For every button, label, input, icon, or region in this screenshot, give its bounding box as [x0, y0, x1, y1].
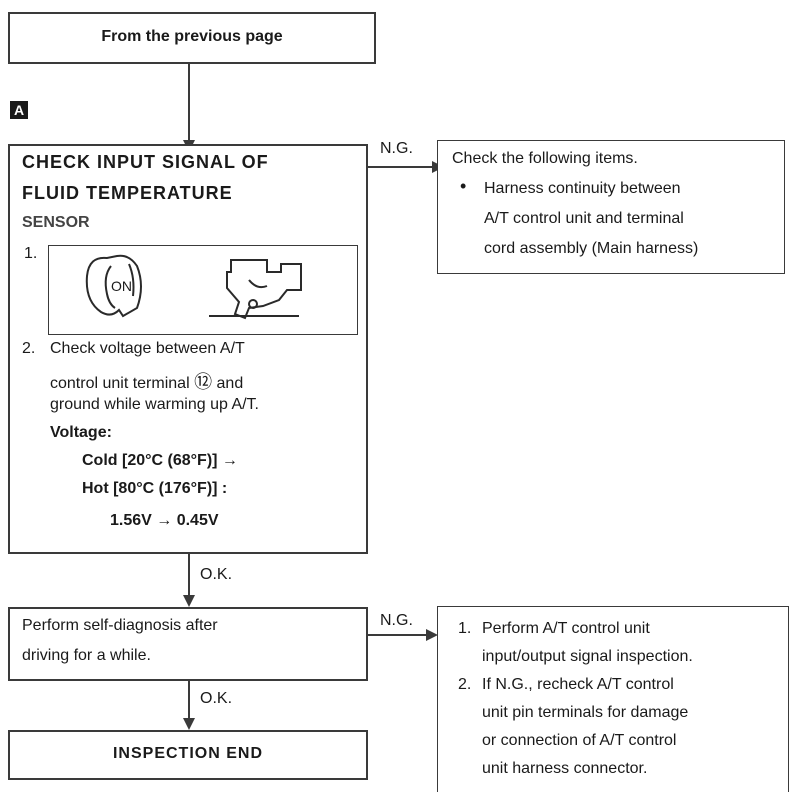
- check-title-line2: FLUID TEMPERATURE: [22, 183, 233, 203]
- ignition-illustration-box: ON: [48, 245, 358, 335]
- recheck-item1-line1: Perform A/T control unit: [482, 620, 650, 637]
- ng-connector-2: [368, 634, 430, 636]
- check-items-box: [437, 140, 785, 274]
- ng-label-2: N.G.: [380, 612, 413, 629]
- recheck-item2-line4: unit harness connector.: [482, 760, 648, 777]
- ok-connector-1: [188, 554, 190, 600]
- ignition-key-icon: [85, 254, 142, 318]
- step2-line3: ground while warming up A/T.: [50, 396, 259, 413]
- ng-arrow-2: [426, 629, 438, 641]
- recheck-item1-line2: input/output signal inspection.: [482, 648, 693, 665]
- self-diagnosis-box: [8, 607, 368, 681]
- from-previous-page-box: [8, 12, 376, 64]
- step2-line2-b: and: [216, 375, 244, 392]
- transmission-icon: [209, 259, 302, 320]
- ok-label-2: O.K.: [200, 690, 233, 707]
- connector-top: [188, 64, 190, 144]
- voltage-label: Voltage:: [50, 424, 112, 441]
- recheck-item2-line1: If N.G., recheck A/T control: [482, 676, 674, 693]
- voltage-range: 1.56V → 0.45V: [110, 512, 219, 529]
- ok-connector-2: [188, 681, 190, 723]
- inspection-end-box: [8, 730, 368, 780]
- self-diagnosis-line2: driving for a while.: [22, 647, 151, 664]
- voltage-cold: Cold [20°C (68°F)] →: [82, 452, 238, 469]
- inspection-end-text: INSPECTION END: [112, 745, 263, 762]
- terminal-12: ⑫: [194, 372, 213, 392]
- ng-label-1: N.G.: [380, 140, 413, 157]
- ng-connector-1: [368, 166, 436, 168]
- step2-line1: Check voltage between A/T: [50, 340, 245, 357]
- recheck-num1: 1.: [458, 620, 472, 637]
- check-items-line2: A/T control unit and terminal: [484, 210, 684, 227]
- on-label: ON: [111, 278, 132, 294]
- self-diagnosis-line1: Perform self-diagnosis after: [22, 617, 218, 634]
- check-input-signal-box: [8, 144, 368, 554]
- ignition-illustration: ON: [85, 254, 302, 320]
- section-marker: A: [10, 101, 28, 119]
- check-items-bullet: •: [460, 176, 467, 196]
- from-previous-page-text: From the previous page: [101, 28, 283, 45]
- ok-arrow-1: [183, 595, 195, 607]
- recheck-num2: 2.: [458, 676, 472, 693]
- voltage-hot: Hot [80°C (176°F)] :: [82, 480, 228, 497]
- check-items-title: Check the following items.: [452, 150, 638, 167]
- check-items-line3: cord assembly (Main harness): [484, 240, 699, 257]
- recheck-box: [437, 606, 789, 792]
- step1-number: 1.: [24, 245, 38, 262]
- recheck-item2-line3: or connection of A/T control: [482, 732, 677, 749]
- check-items-line1: Harness continuity between: [484, 180, 681, 197]
- ok-arrow-2: [183, 718, 195, 730]
- ok-label-1: O.K.: [200, 566, 233, 583]
- step2-line2-a: control unit terminal: [50, 375, 190, 392]
- step2-line2: control unit terminal ⑫ and: [50, 368, 243, 394]
- check-title-line3: SENSOR: [22, 214, 90, 231]
- step2-number: 2.: [22, 340, 36, 357]
- recheck-item2-line2: unit pin terminals for damage: [482, 704, 689, 721]
- check-title-line1: CHECK INPUT SIGNAL OF: [22, 152, 269, 172]
